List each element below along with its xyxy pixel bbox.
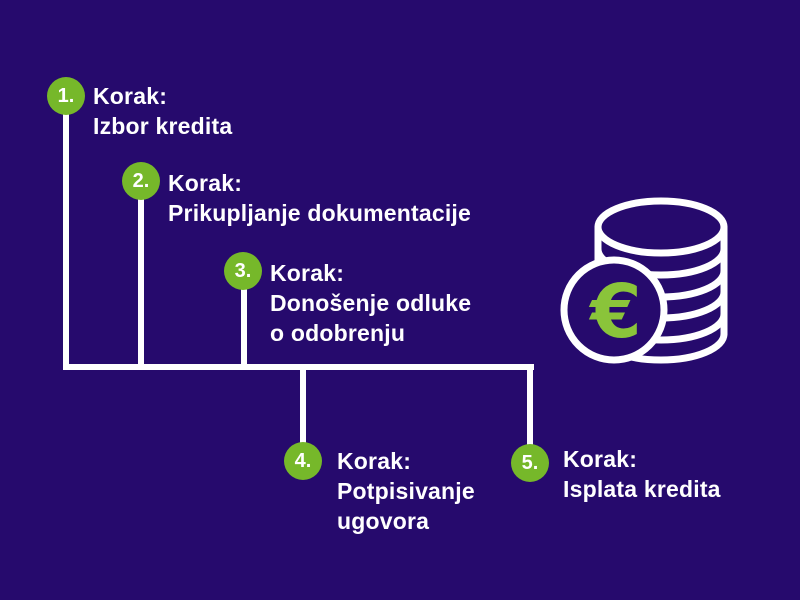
step-5-text: Korak: Isplata kredita bbox=[563, 444, 721, 504]
connector-step3-vertical bbox=[241, 274, 247, 370]
step-3-text: Korak: Donošenje odluke o odobrenju bbox=[270, 258, 471, 348]
step-2-desc-line: Prikupljanje dokumentacije bbox=[168, 200, 472, 226]
step-3-badge: 3. bbox=[224, 252, 262, 290]
step-1-number: 1. bbox=[57, 84, 75, 107]
step-2-number: 2. bbox=[132, 169, 150, 192]
step-1-badge: 1. bbox=[47, 77, 85, 115]
connector-horizontal-rail bbox=[63, 364, 534, 370]
step-5-badge: 5. bbox=[511, 444, 549, 482]
step-2-badge: 2. bbox=[122, 162, 160, 200]
step-2-text: Korak: Prikupljanje dokumentacije bbox=[168, 168, 471, 228]
connector-step5-vertical bbox=[527, 366, 533, 458]
connector-step2-vertical bbox=[138, 187, 144, 370]
step-5-number: 5. bbox=[521, 451, 539, 474]
step-4-badge: 4. bbox=[284, 442, 322, 480]
euro-symbol: € bbox=[588, 269, 642, 355]
coin-stack-euro-icon: € bbox=[560, 197, 728, 364]
step-5-desc-line: Isplata kredita bbox=[563, 476, 721, 502]
step-4-number: 4. bbox=[294, 449, 312, 472]
step-3-number: 3. bbox=[234, 259, 252, 282]
step-1-title: Korak: bbox=[93, 83, 168, 109]
step-3-title: Korak: bbox=[270, 260, 345, 286]
step-1-text: Korak: Izbor kredita bbox=[93, 81, 232, 141]
step-1-desc-line: Izbor kredita bbox=[93, 113, 233, 139]
step-4-desc-line-1: Potpisivanje bbox=[337, 478, 475, 504]
step-4-title: Korak: bbox=[337, 448, 412, 474]
step-3-desc-line-2: o odobrenju bbox=[270, 320, 406, 346]
step-2-title: Korak: bbox=[168, 170, 243, 196]
euro-coin-icon: € bbox=[560, 256, 668, 364]
step-4-desc-line-2: ugovora bbox=[337, 508, 430, 534]
step-4-text: Korak: Potpisivanje ugovora bbox=[337, 446, 475, 536]
connector-step4-vertical bbox=[300, 366, 306, 456]
step-3-desc-line-1: Donošenje odluke bbox=[270, 290, 472, 316]
connector-step1-vertical bbox=[63, 100, 69, 370]
step-5-title: Korak: bbox=[563, 446, 638, 472]
